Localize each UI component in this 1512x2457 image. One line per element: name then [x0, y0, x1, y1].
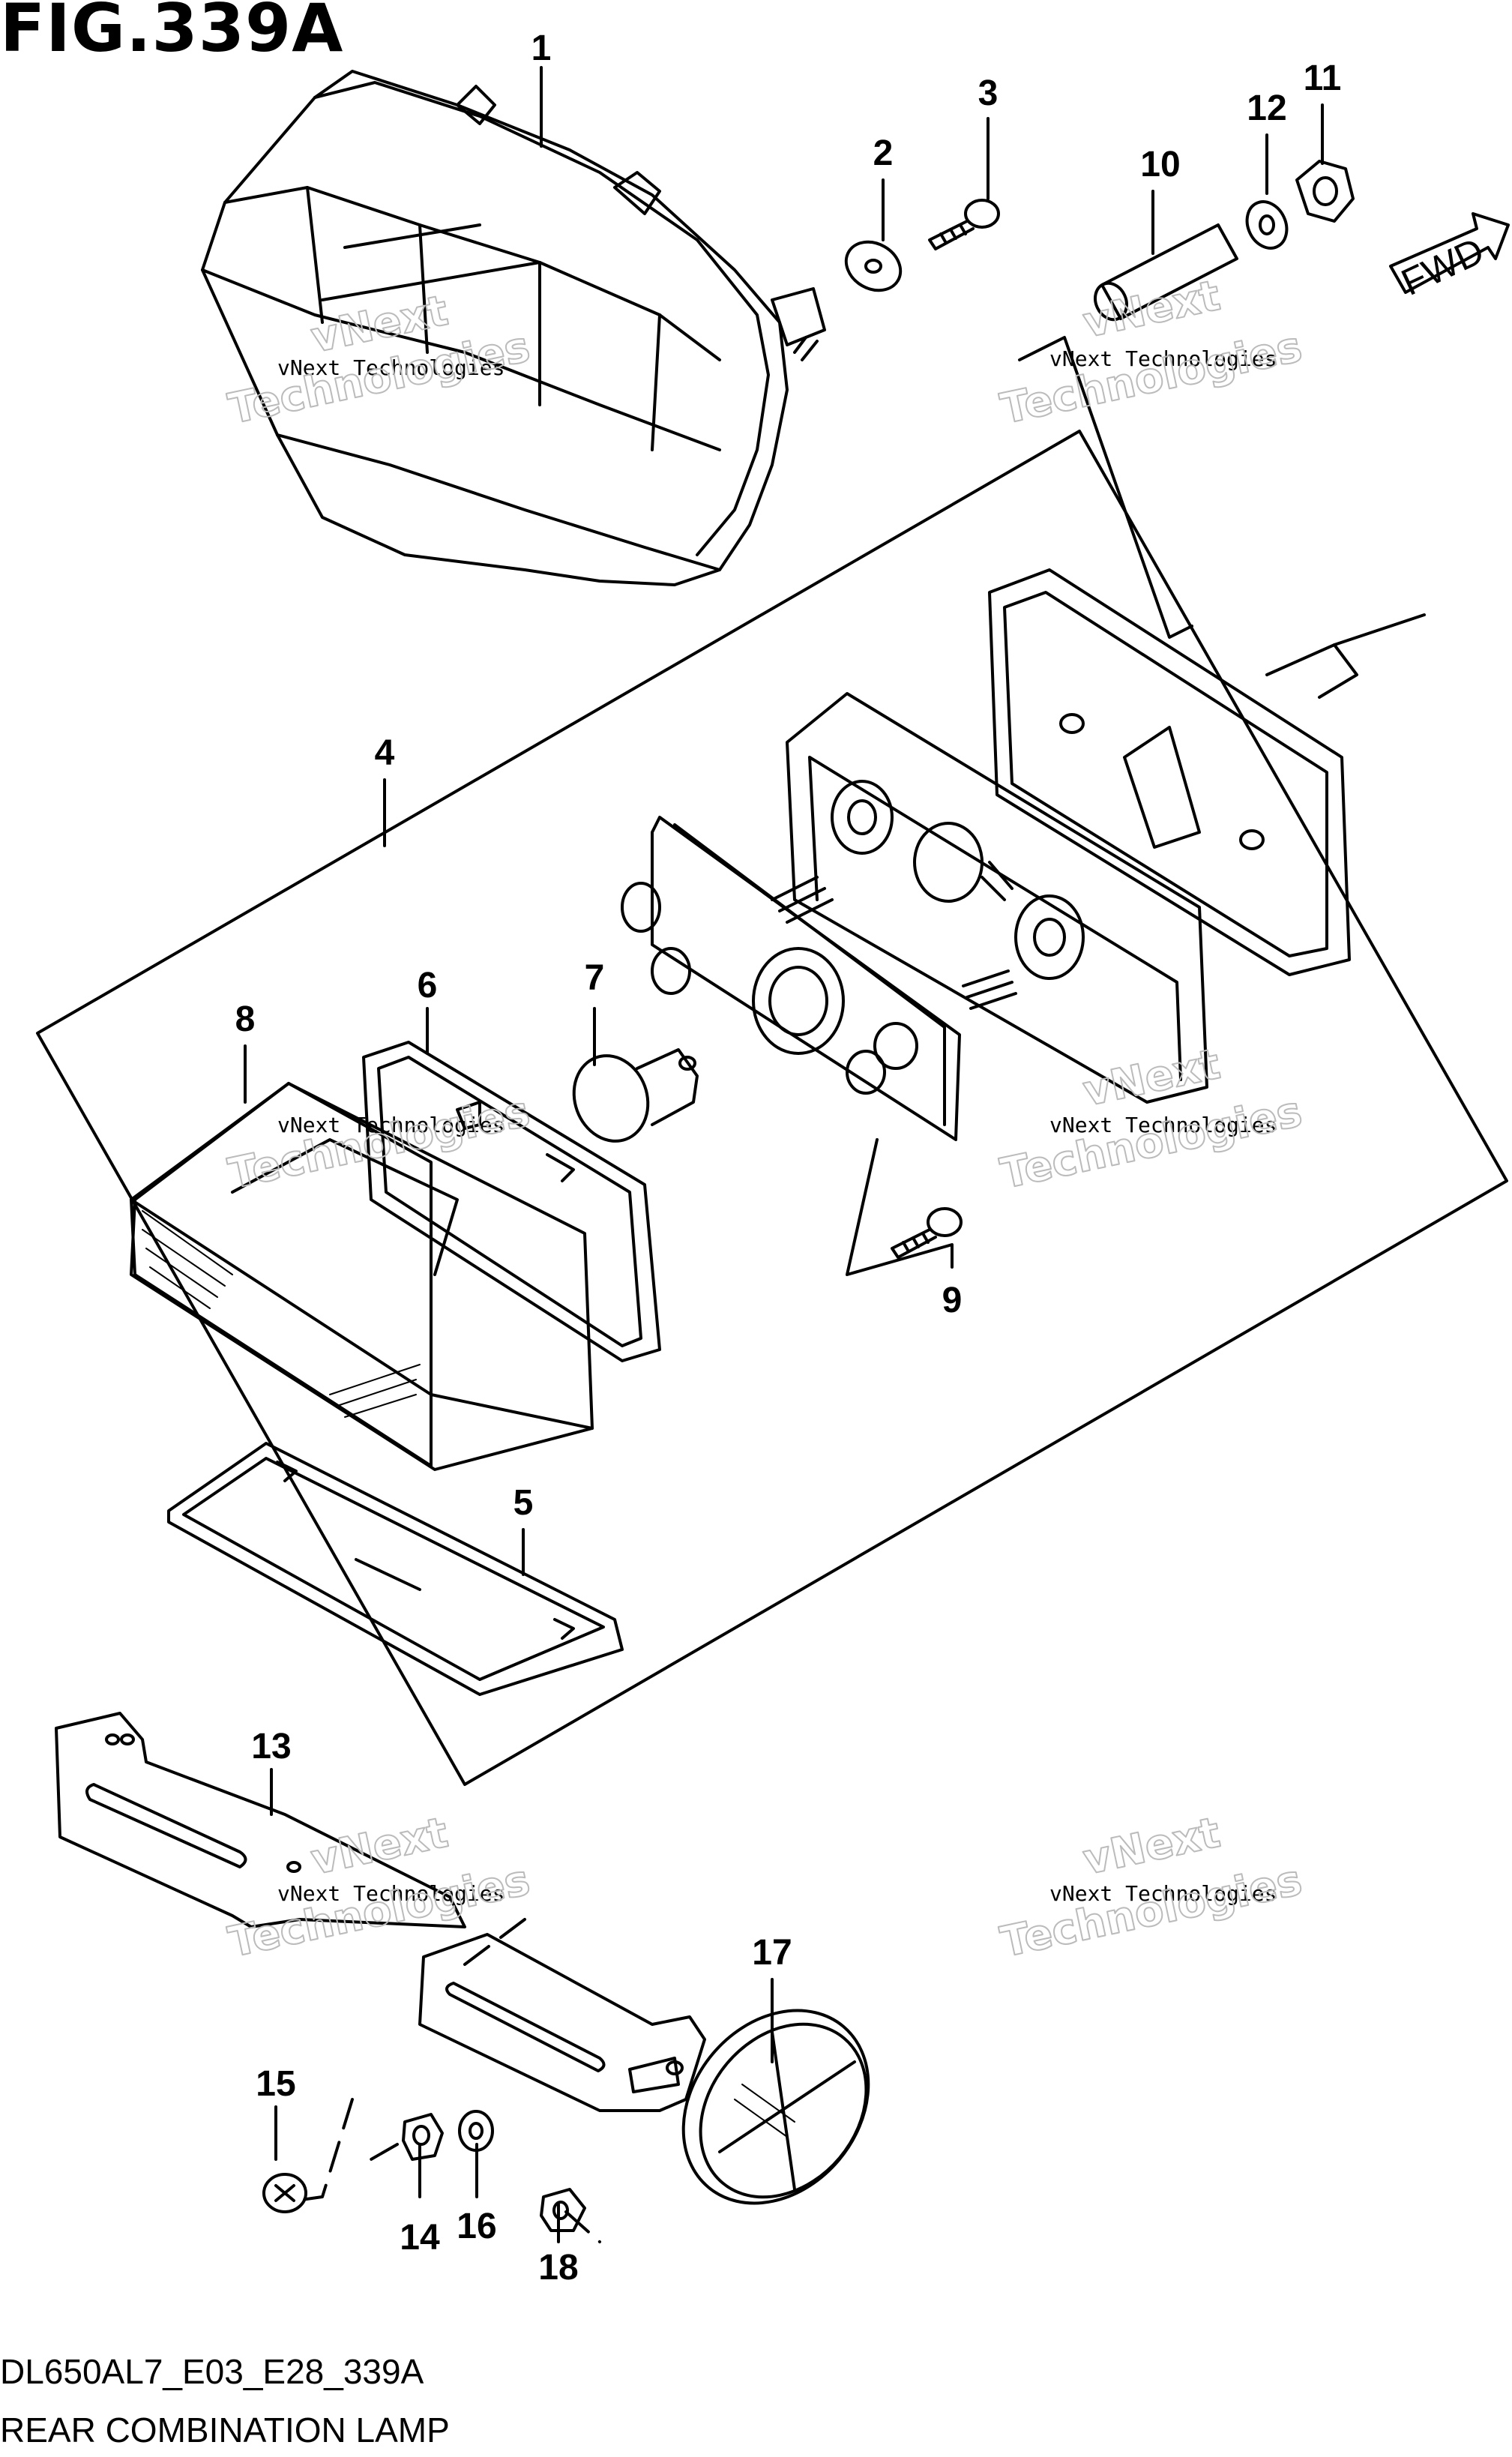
part-15-screw: [262, 2173, 307, 2213]
assembly-outline: [36, 430, 1508, 1786]
part-13-bracket-right: [418, 1933, 706, 2112]
callout-9: 9: [942, 1281, 963, 1320]
callout-2: 2: [873, 133, 894, 173]
part-18-nut: [540, 2188, 586, 2232]
part-8-lens: [130, 1082, 594, 1471]
callout-18: 18: [538, 2248, 578, 2288]
lamp-holder: [786, 692, 1208, 1104]
leader-9: [846, 1138, 954, 1276]
fwd-arrow[interactable]: [1389, 212, 1510, 294]
fwd-label: FWD: [1395, 229, 1490, 304]
part-1-tail-lamp: [201, 70, 826, 586]
watermark-text: vNext Technologies: [277, 1881, 504, 1906]
watermark-text-outline: Technologies: [996, 1856, 1306, 1967]
watermark-text-outline: vNext: [1079, 1040, 1224, 1116]
part-3-screw: [928, 199, 1000, 250]
callout-16: 16: [457, 2207, 496, 2246]
figure-name: REAR COMBINATION LAMP: [0, 2411, 450, 2450]
lamp-base-plate: [988, 568, 1426, 976]
part-13-bracket: [55, 1712, 466, 1928]
watermark-text-outline: vNext: [307, 1808, 452, 1885]
part-12-washer: [1245, 200, 1289, 250]
callout-12: 12: [1247, 88, 1286, 128]
watermark-text: vNext Technologies: [277, 1113, 504, 1137]
watermark-text-outline: vNext: [1079, 271, 1224, 348]
part-7-bulb: [572, 1048, 699, 1143]
leader-10: [1018, 336, 1193, 639]
part-10-collar: [1094, 223, 1238, 322]
watermark-text-outline: Technologies: [996, 1087, 1306, 1198]
part-6-gasket: [362, 1041, 661, 1362]
watermark-text-outline: vNext: [1079, 1808, 1224, 1885]
figure-code: DL650AL7_E03_E28_339A: [0, 2352, 424, 2391]
figure-title: FIG.339A: [0, 0, 344, 67]
callout-1: 1: [531, 28, 552, 68]
part-14-nut: [402, 2113, 444, 2161]
callout-3: 3: [978, 73, 999, 113]
watermark-text: vNext Technologies: [1049, 1113, 1277, 1137]
callout-8: 8: [235, 999, 256, 1039]
part-16-washer: [458, 2110, 494, 2152]
watermark-text: vNext Technologies: [1049, 346, 1277, 371]
watermark-text: vNext Technologies: [277, 355, 504, 380]
callout-7: 7: [585, 958, 605, 998]
socket-assembly: [621, 816, 1017, 1141]
callout-17: 17: [752, 1933, 792, 1973]
watermark-text: vNext Technologies: [1049, 1881, 1277, 1906]
guide-lines: [295, 1918, 601, 2243]
part-11-nut: [1295, 160, 1355, 223]
part-9-screw: [891, 1207, 963, 1259]
callout-5: 5: [513, 1483, 534, 1523]
callout-4: 4: [375, 733, 395, 773]
callout-14: 14: [400, 2218, 440, 2258]
callout-10: 10: [1140, 145, 1180, 184]
watermark-text-outline: Technologies: [224, 1856, 534, 1967]
callout-6: 6: [418, 966, 438, 1005]
part-5-plate: [167, 1442, 624, 1696]
callout-11: 11: [1304, 58, 1342, 98]
part-2-washer: [844, 240, 903, 292]
watermark-text-outline: Technologies: [996, 322, 1306, 433]
callout-13: 13: [251, 1727, 291, 1766]
callout-15: 15: [256, 2064, 295, 2104]
part-17-reflector: [681, 2009, 870, 2205]
